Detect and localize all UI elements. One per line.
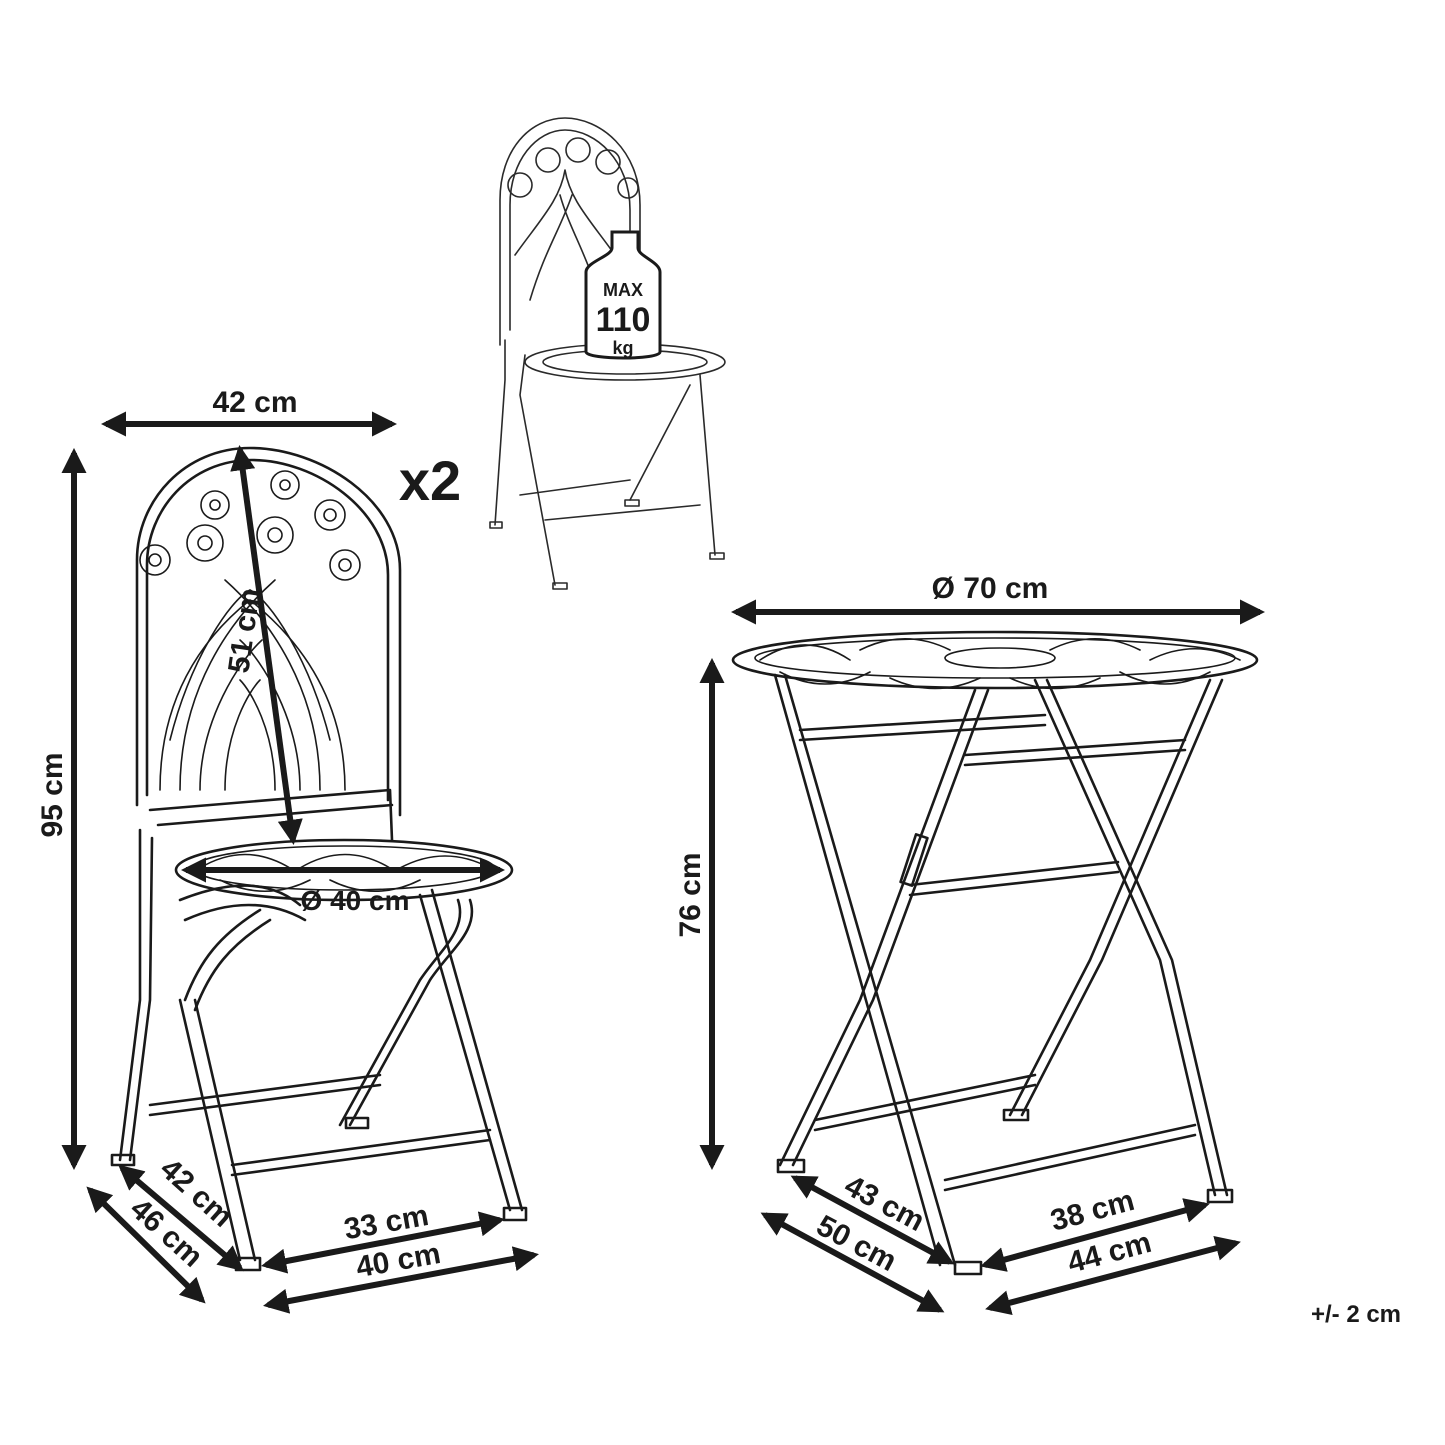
tolerance-label: +/- 2 cm bbox=[1311, 1301, 1401, 1328]
seat-diameter-label: Ø 40 cm bbox=[301, 885, 410, 916]
dimension-lines bbox=[61, 411, 1266, 1316]
small-chair-illustration bbox=[489, 117, 726, 590]
table-diameter-label: Ø 70 cm bbox=[932, 572, 1049, 605]
badge-weight-value: 110 bbox=[596, 301, 651, 339]
back-height-label: 51 cm bbox=[222, 586, 267, 675]
table-illustration bbox=[731, 630, 1259, 1276]
badge-unit: kg bbox=[612, 338, 633, 358]
chair-height-label: 95 cm bbox=[36, 752, 69, 837]
max-weight-badge: MAX 110 kg bbox=[584, 230, 662, 360]
chair-front-inner-label: 33 cm bbox=[342, 1199, 432, 1246]
table-height-label: 76 cm bbox=[674, 852, 707, 937]
badge-max: MAX bbox=[603, 280, 643, 300]
quantity-label: x2 bbox=[399, 449, 461, 512]
chair-width-label: 42 cm bbox=[212, 386, 297, 419]
chair-illustration bbox=[110, 446, 528, 1272]
